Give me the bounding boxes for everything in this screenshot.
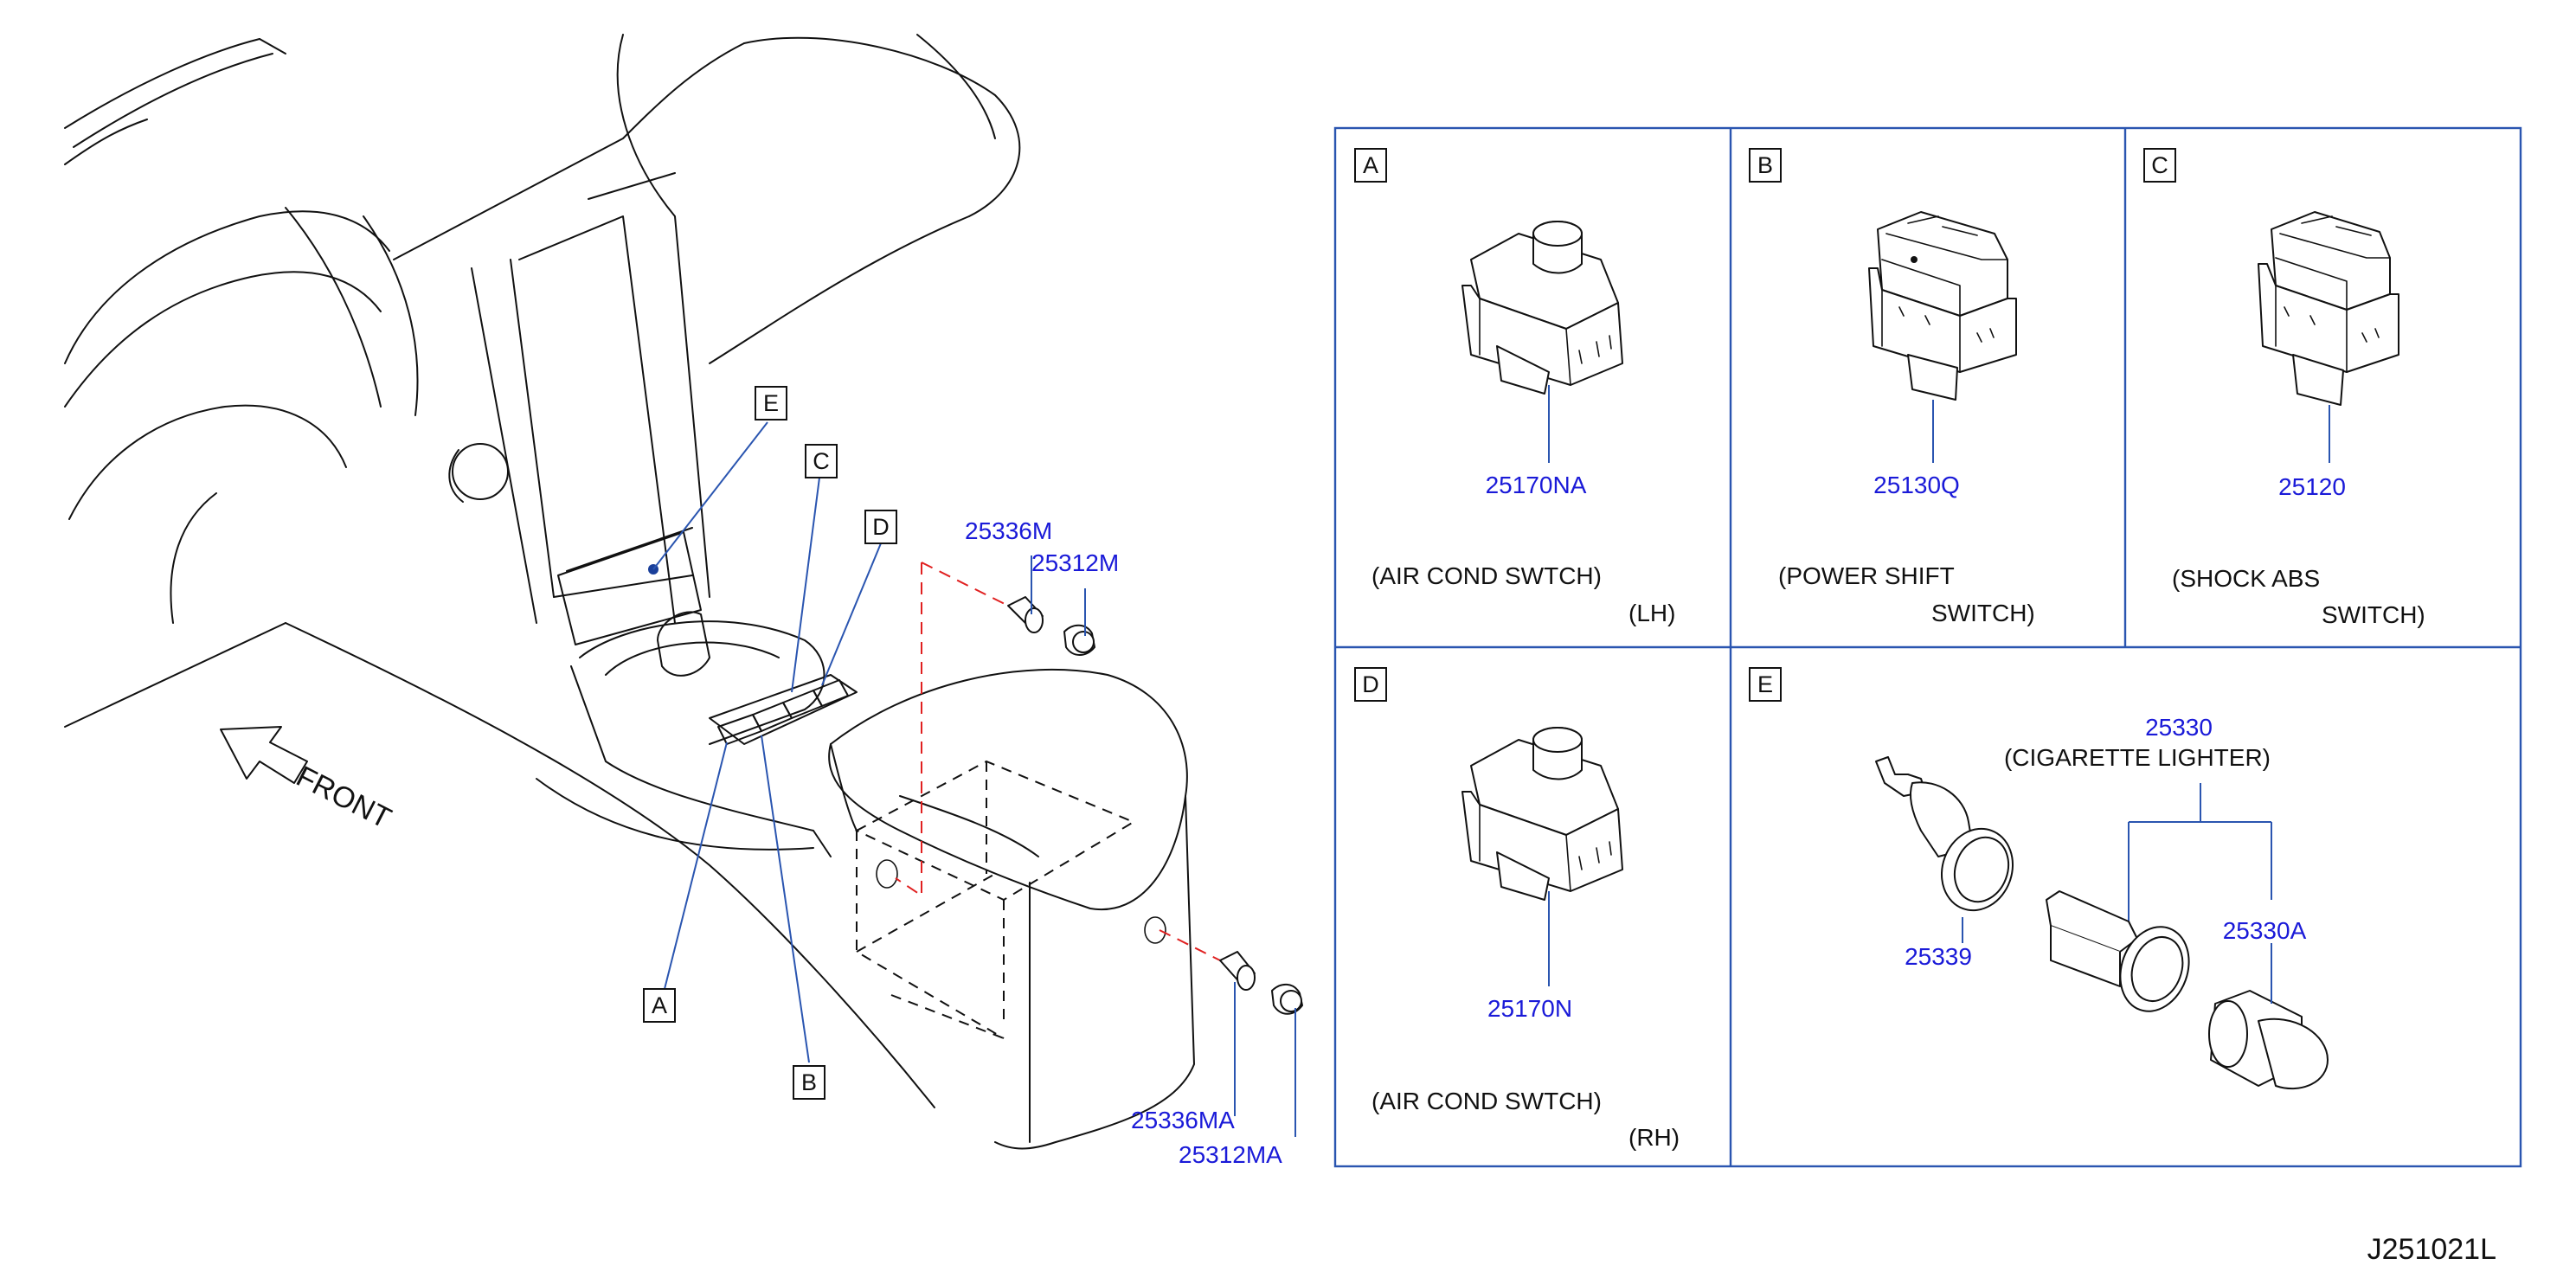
lighter-socket-illustration	[1875, 756, 2014, 912]
callout-B: B	[793, 1065, 825, 1100]
callout-B-label: B	[801, 1069, 817, 1095]
overview-leaders	[652, 421, 1296, 1137]
panel-D: D 25170N (AIR COND SWTCH) (RH)	[1354, 667, 1680, 1151]
part-25312M: 25312M	[1031, 549, 1119, 576]
panel-C-desc-line1: (SHOCK ABS	[2172, 565, 2320, 592]
lighter-knob-illustration	[2208, 990, 2329, 1090]
callout-D-label: D	[872, 514, 890, 540]
panel-D-desc-line1: (AIR COND SWTCH)	[1372, 1088, 1602, 1114]
panel-C-desc-line2: SWITCH)	[2322, 601, 2425, 628]
console-overview-drawing	[64, 34, 1195, 1150]
panel-A-part-number: 25170NA	[1486, 472, 1587, 498]
panel-E: E 25330 (CIGARETTE LIGHTER) 25339 25330A	[1749, 667, 2329, 1090]
part-25312MA: 25312MA	[1179, 1141, 1282, 1168]
ac-switch-rh-illustration	[1461, 727, 1623, 901]
explode-path-lower	[1159, 929, 1221, 961]
part-25336MA: 25336MA	[1131, 1107, 1235, 1133]
lighter-element-illustration	[2046, 890, 2190, 1012]
front-arrow: FRONT	[220, 726, 396, 835]
callout-D: D	[864, 510, 897, 544]
panel-B-letter: B	[1757, 152, 1773, 178]
panel-E-socket-part-number: 25339	[1905, 943, 1972, 970]
panel-E-assembly-desc: (CIGARETTE LIGHTER)	[2004, 744, 2271, 771]
panel-E-assembly-part-number: 25330	[2145, 714, 2213, 741]
upper-socket-parts	[1007, 596, 1095, 656]
ac-switch-lh-illustration	[1461, 221, 1623, 395]
panel-B-part-number: 25130Q	[1873, 472, 1960, 498]
callout-A-label: A	[652, 992, 667, 1018]
callout-E-label: E	[763, 390, 779, 416]
lower-socket-parts	[1219, 951, 1303, 1015]
detail-panels	[1333, 126, 2522, 1168]
explode-path-upper	[895, 562, 1009, 897]
panel-C: C 25120 (SHOCK ABS SWITCH)	[2143, 148, 2425, 628]
diagram-code: J251021L	[2367, 1233, 2496, 1266]
power-shift-switch-illustration	[1868, 211, 2017, 401]
panel-A-desc-line1: (AIR COND SWTCH)	[1372, 562, 1602, 589]
panel-D-letter: D	[1362, 671, 1379, 697]
panel-C-letter: C	[2151, 152, 2168, 178]
panel-D-desc-line2: (RH)	[1628, 1124, 1680, 1151]
callout-C: C	[805, 444, 838, 478]
panel-A: A 25170NA (AIR COND SWTCH) (LH)	[1354, 148, 1675, 626]
callout-E: E	[755, 386, 787, 421]
panel-D-part-number: 25170N	[1487, 995, 1572, 1022]
panel-E-knob-part-number: 25330A	[2223, 917, 2307, 944]
shock-abs-switch-illustration	[2258, 211, 2399, 406]
panel-B-desc-line2: SWITCH)	[1931, 600, 2035, 626]
panel-A-letter: A	[1363, 152, 1378, 178]
panel-B-desc-line1: (POWER SHIFT	[1778, 562, 1955, 589]
callout-A: A	[643, 988, 676, 1023]
part-25336M: 25336M	[965, 517, 1052, 544]
front-label: FRONT	[291, 760, 396, 835]
callout-C-label: C	[813, 448, 830, 474]
panel-A-desc-line2: (LH)	[1628, 600, 1675, 626]
panel-C-part-number: 25120	[2278, 473, 2346, 500]
panel-B: B 25130Q (POWER SHIFT SWITCH)	[1749, 148, 2035, 626]
panel-E-letter: E	[1757, 671, 1773, 697]
